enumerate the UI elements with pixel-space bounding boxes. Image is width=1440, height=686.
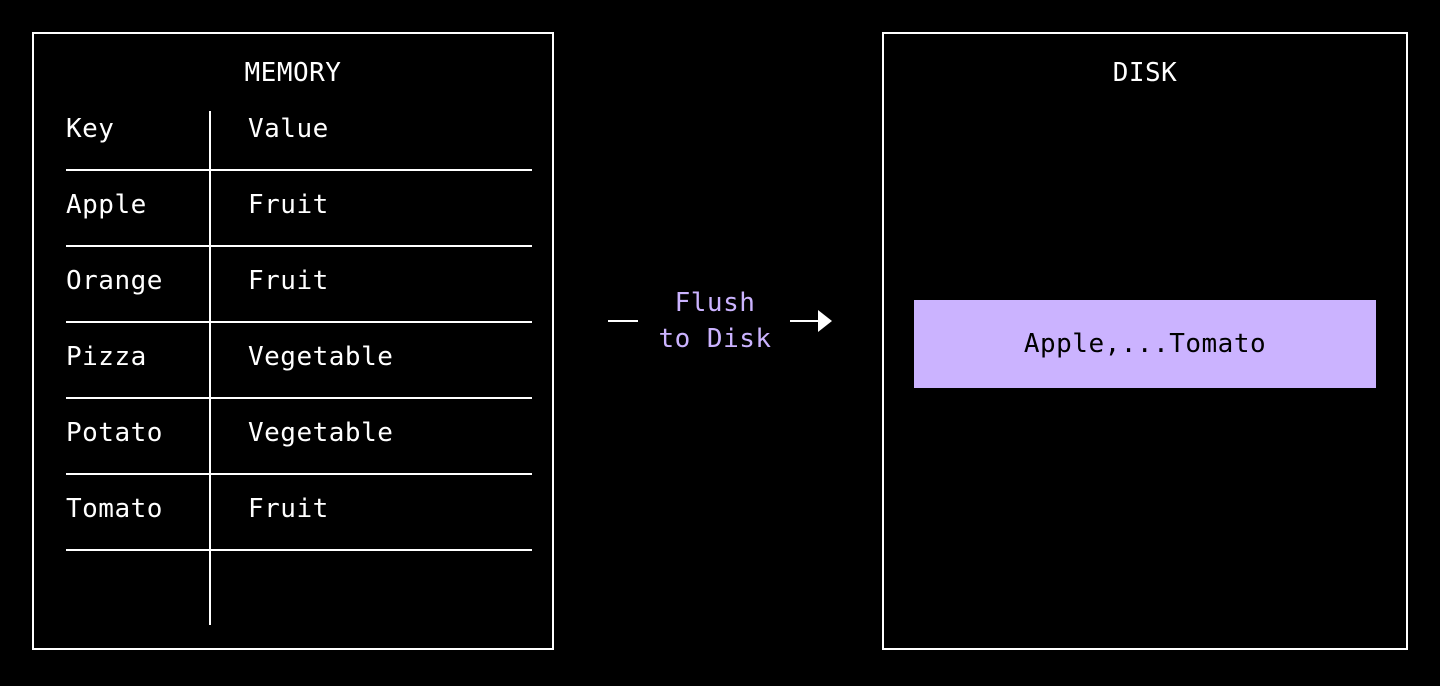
table-cell-value: Vegetable (248, 418, 394, 448)
disk-panel: DISK Apple,...Tomato (882, 32, 1408, 650)
table-row-divider (66, 397, 532, 399)
table-row-divider (66, 245, 532, 247)
disk-title: DISK (1112, 58, 1178, 88)
memory-title: MEMORY (244, 58, 342, 88)
memory-panel: MEMORY Key Value Apple Fruit Orange Frui… (32, 32, 554, 650)
table-cell-key: Tomato (66, 494, 163, 524)
table-row-divider (66, 321, 532, 323)
table-row-divider (66, 169, 532, 171)
table-cell-key: Potato (66, 418, 163, 448)
table-header-key: Key (66, 114, 115, 144)
table-cell-key: Orange (66, 266, 163, 296)
flush-arrow-tail (608, 320, 638, 322)
flush-to-disk-label: Flush to Disk (640, 285, 790, 357)
table-row-divider (66, 473, 532, 475)
flush-arrow-shaft (790, 320, 820, 322)
table-cell-value: Fruit (248, 190, 329, 220)
table-cell-value: Vegetable (248, 342, 394, 372)
table-header-value: Value (248, 114, 329, 144)
disk-data-block: Apple,...Tomato (914, 300, 1376, 388)
table-column-divider (209, 111, 211, 625)
table-cell-key: Apple (66, 190, 147, 220)
table-row-divider (66, 549, 532, 551)
flush-label-line2: to Disk (658, 324, 772, 354)
table-cell-value: Fruit (248, 266, 329, 296)
arrow-right-icon (818, 310, 832, 332)
flush-label-line1: Flush (674, 288, 756, 318)
table-cell-key: Pizza (66, 342, 147, 372)
table-cell-value: Fruit (248, 494, 329, 524)
